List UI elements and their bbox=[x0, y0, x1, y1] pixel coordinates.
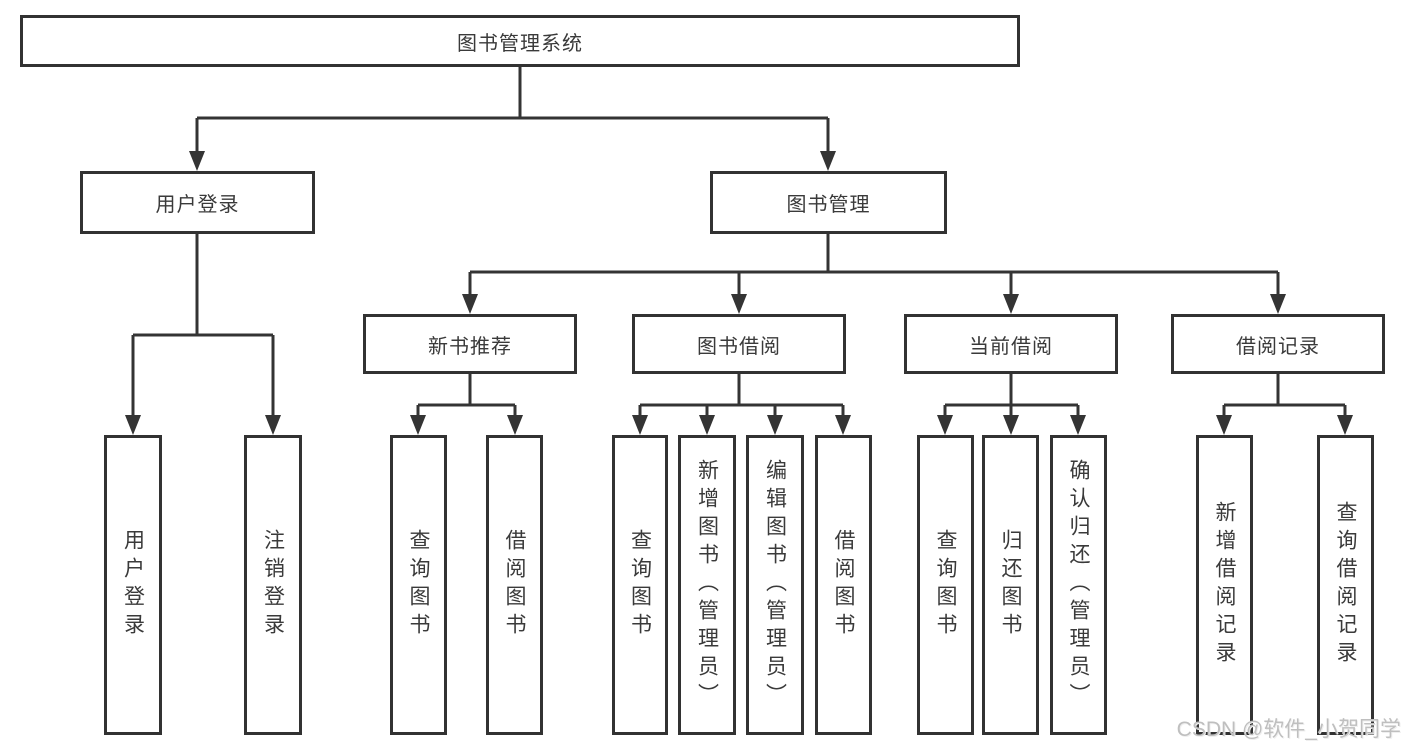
leaf-current-confirm-return-admin-label: 确认归还（管理员） bbox=[1067, 459, 1090, 711]
arrowhead-down bbox=[507, 415, 523, 435]
connector-userlogin-to-leaves bbox=[125, 232, 281, 435]
node-user-login: 用户登录 bbox=[80, 171, 315, 234]
leaf-user-login: 用户登录 bbox=[104, 435, 162, 735]
leaf-borrowing-query-books-label: 查询图书 bbox=[628, 529, 652, 641]
node-user-login-label: 用户登录 bbox=[155, 194, 240, 216]
arrowhead-down bbox=[1337, 415, 1353, 435]
arrowhead-down bbox=[410, 415, 426, 435]
leaf-newbook-query-books-label: 查询图书 bbox=[407, 529, 430, 641]
arrowhead-down bbox=[699, 415, 715, 435]
node-root: 图书管理系统 bbox=[20, 15, 1020, 67]
node-book-borrowing-label: 图书借阅 bbox=[697, 335, 781, 358]
leaf-current-confirm-return-admin: 确认归还（管理员） bbox=[1050, 435, 1107, 735]
leaf-borrowing-add-books-admin: 新增图书（管理员） bbox=[678, 435, 736, 735]
node-book-management-label: 图书管理 bbox=[786, 194, 871, 216]
leaf-user-login-label: 用户登录 bbox=[121, 529, 145, 641]
node-new-book-recommend-label: 新书推荐 bbox=[428, 335, 512, 358]
connector-bookmgmt-to-level3 bbox=[462, 232, 1286, 314]
connector-currentborrow-to-leaves bbox=[937, 372, 1086, 435]
arrowhead-down bbox=[1270, 294, 1286, 314]
arrowhead-down bbox=[265, 415, 281, 435]
leaf-records-query-record-label: 查询借阅记录 bbox=[1334, 501, 1357, 669]
leaf-borrowing-add-books-admin-label: 新增图书（管理员） bbox=[695, 459, 719, 711]
leaf-logout-label: 注销登录 bbox=[261, 529, 285, 641]
arrowhead-down bbox=[731, 294, 747, 314]
arrowhead-down bbox=[1003, 415, 1019, 435]
node-book-borrowing: 图书借阅 bbox=[632, 314, 846, 374]
arrowhead-down bbox=[125, 415, 141, 435]
node-root-label: 图书管理系统 bbox=[457, 32, 583, 55]
arrowhead-down bbox=[632, 415, 648, 435]
arrowhead-down bbox=[1216, 415, 1232, 435]
node-borrowing-records: 借阅记录 bbox=[1171, 314, 1385, 374]
connector-records-to-leaves bbox=[1216, 372, 1353, 435]
arrowhead-down bbox=[937, 415, 953, 435]
arrowhead-down bbox=[835, 415, 851, 435]
leaf-current-return-books-label: 归还图书 bbox=[999, 529, 1022, 641]
arrowhead-down bbox=[1003, 294, 1019, 314]
leaf-newbook-borrow-books: 借阅图书 bbox=[486, 435, 543, 735]
leaf-newbook-query-books: 查询图书 bbox=[390, 435, 447, 735]
connector-bookborrow-to-leaves bbox=[632, 372, 851, 435]
leaf-borrowing-borrow-books-label: 借阅图书 bbox=[832, 529, 855, 641]
arrowhead-down bbox=[462, 294, 478, 314]
csdn-watermark: CSDN @软件_小贺同学 bbox=[1176, 718, 1401, 741]
leaf-logout: 注销登录 bbox=[244, 435, 302, 735]
leaf-current-return-books: 归还图书 bbox=[982, 435, 1039, 735]
connector-root-to-level2 bbox=[189, 67, 836, 171]
leaf-current-query-books-label: 查询图书 bbox=[934, 529, 957, 641]
node-current-borrowing: 当前借阅 bbox=[904, 314, 1118, 374]
arrowhead-down bbox=[767, 415, 783, 435]
connector-newbook-to-leaves bbox=[410, 372, 523, 435]
leaf-newbook-borrow-books-label: 借阅图书 bbox=[503, 529, 526, 641]
node-new-book-recommend: 新书推荐 bbox=[363, 314, 577, 374]
arrowhead-down bbox=[820, 151, 836, 171]
node-book-management: 图书管理 bbox=[710, 171, 947, 234]
node-current-borrowing-label: 当前借阅 bbox=[969, 335, 1053, 358]
leaf-borrowing-edit-books-admin-label: 编辑图书（管理员） bbox=[763, 459, 787, 711]
leaf-records-add-record-label: 新增借阅记录 bbox=[1213, 501, 1236, 669]
arrowhead-down bbox=[189, 151, 205, 171]
leaf-borrowing-borrow-books: 借阅图书 bbox=[815, 435, 872, 735]
leaf-records-query-record: 查询借阅记录 bbox=[1317, 435, 1374, 735]
leaf-borrowing-query-books: 查询图书 bbox=[612, 435, 668, 735]
leaf-records-add-record: 新增借阅记录 bbox=[1196, 435, 1253, 735]
leaf-borrowing-edit-books-admin: 编辑图书（管理员） bbox=[746, 435, 804, 735]
arrowhead-down bbox=[1070, 415, 1086, 435]
leaf-current-query-books: 查询图书 bbox=[917, 435, 974, 735]
node-borrowing-records-label: 借阅记录 bbox=[1236, 335, 1320, 358]
